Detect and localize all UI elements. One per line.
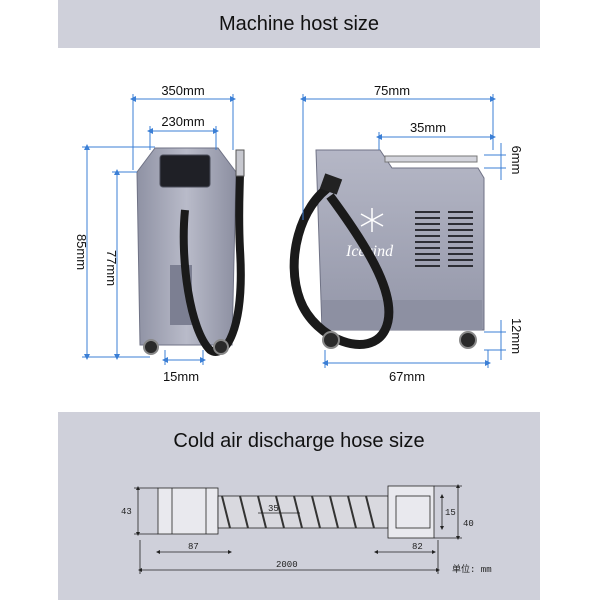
front-dimensions [82,94,236,365]
side-machine: Icevind [289,149,485,349]
hose-inner-label: 35 [268,504,279,514]
front-height-total-label: 85mm [74,234,89,270]
side-top-gap-label: 6mm [509,146,524,175]
machine-size-title: Machine host size [218,12,380,35]
hose-right-outer-label: 40 [463,519,474,529]
front-bottom-label: 15mm [163,369,199,384]
hose-left-length-label: 87 [188,542,199,552]
front-machine [136,147,245,356]
side-depth-outer-label: 75mm [374,83,410,98]
hose-left-height-label: 43 [121,507,132,517]
hose-right-inner-label: 15 [445,508,456,518]
side-top-handle-label: 35mm [410,120,446,135]
side-wheel-height-label: 12mm [509,318,524,354]
side-dimensions [300,94,506,368]
snowflake-icon [360,208,384,232]
machine-size-banner: Machine host size [58,0,540,48]
hose-size-title: Cold air discharge hose size [173,430,425,452]
hose-drawing [134,484,462,574]
hose-right-length-label: 82 [412,542,423,552]
front-width-outer-label: 350mm [161,83,204,98]
front-width-inner-label: 230mm [161,114,204,129]
hose-total-length-label: 2000 [276,560,298,570]
hose-size-banner: Cold air discharge hose size [58,412,540,474]
hose-unit-note: 单位: mm [452,563,492,575]
front-height-body-label: 77mm [104,250,119,286]
side-depth-base-label: 67mm [389,369,425,384]
